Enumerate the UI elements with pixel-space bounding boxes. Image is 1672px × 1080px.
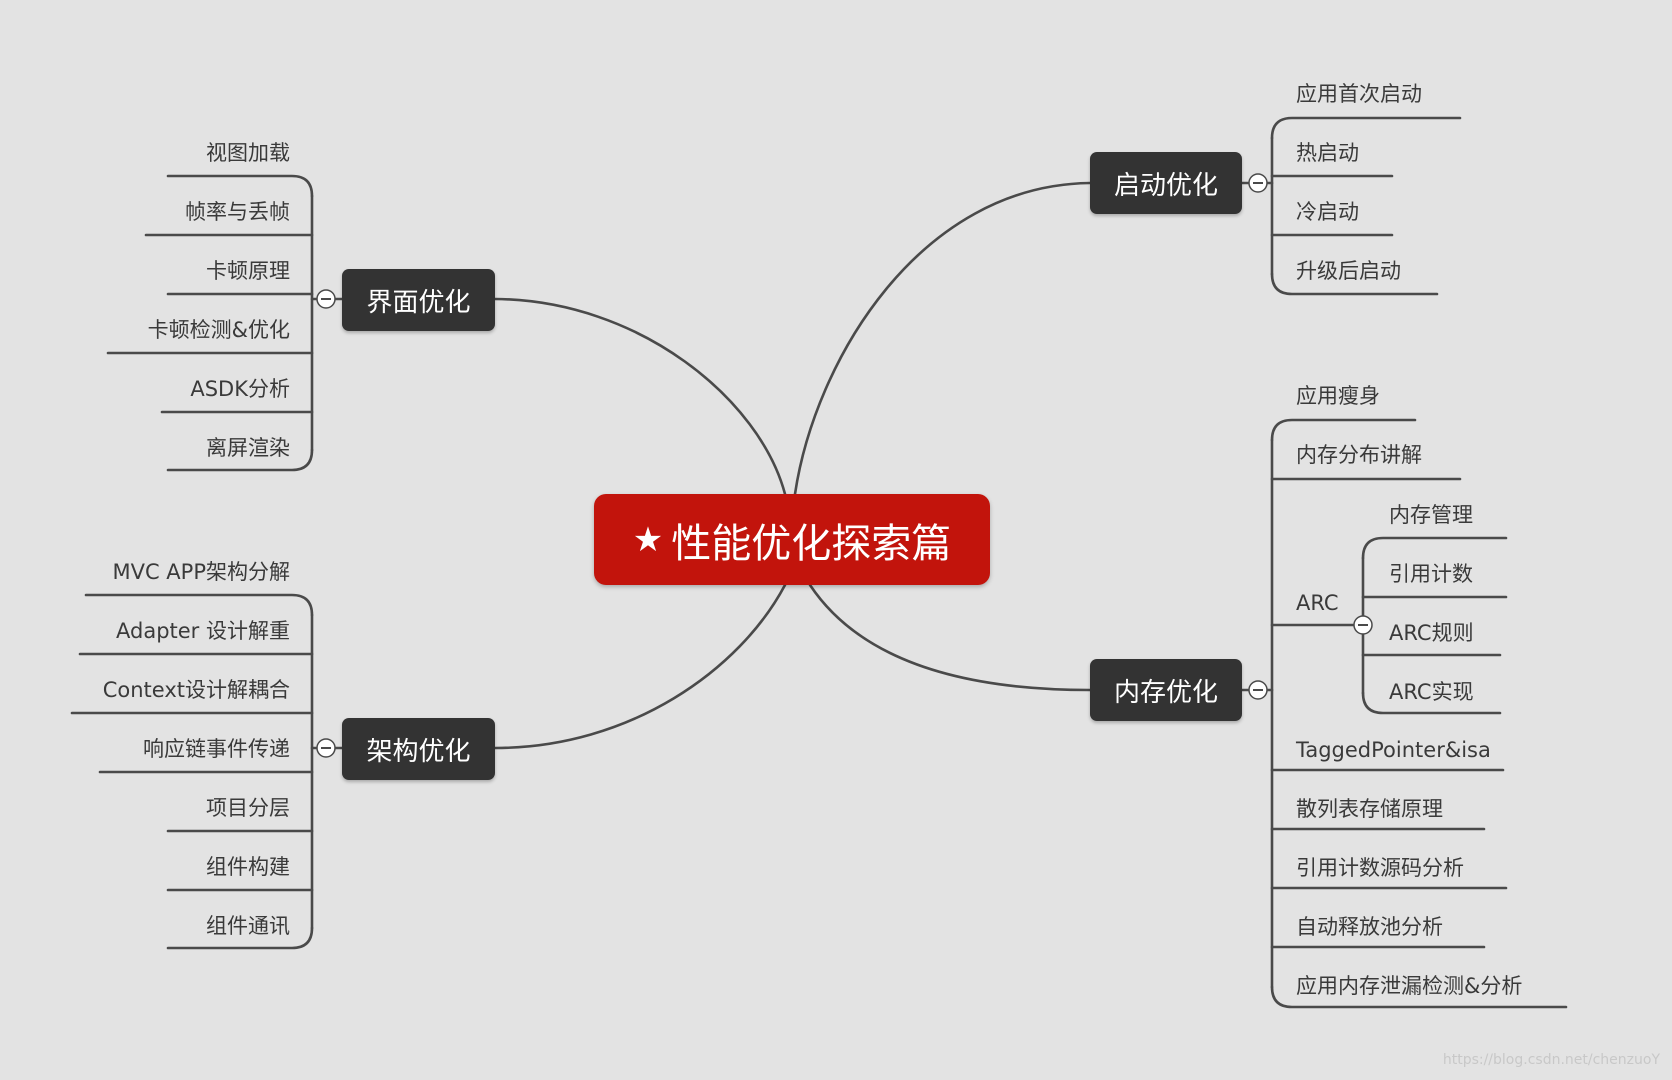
toggle-arc	[1353, 615, 1373, 635]
leaf-ui-0[interactable]: 视图加载	[206, 141, 290, 165]
leaf-arc-3[interactable]: ARC实现	[1389, 680, 1474, 704]
leaf-memory-0[interactable]: 应用瘦身	[1296, 384, 1380, 408]
leaf-memory-3[interactable]: TaggedPointer&isa	[1296, 738, 1491, 762]
leaf-ui-1[interactable]: 帧率与丢帧	[185, 200, 290, 224]
leaf-startup-3[interactable]: 升级后启动	[1296, 259, 1401, 283]
leaf-arch-6[interactable]: 组件通讯	[206, 914, 290, 938]
link-central-startup	[793, 181, 1092, 496]
watermark: https://blog.csdn.net/chenzuoY	[1442, 1052, 1660, 1068]
toggle-memory	[1248, 680, 1268, 700]
leaf-arch-3[interactable]: 响应链事件传递	[143, 737, 290, 761]
branch-memory[interactable]: 内存优化	[1090, 659, 1242, 721]
link-central-memory	[808, 583, 1092, 692]
leaf-startup-0[interactable]: 应用首次启动	[1296, 82, 1422, 106]
link-central-arch	[493, 583, 787, 750]
leaf-startup-1[interactable]: 热启动	[1296, 141, 1359, 165]
leaf-memory-1[interactable]: 内存分布讲解	[1296, 443, 1422, 467]
leaf-arch-2[interactable]: Context设计解耦合	[102, 678, 290, 702]
leaf-arc-2[interactable]: ARC规则	[1389, 621, 1474, 645]
link-central-ui	[493, 297, 787, 496]
leaf-memory-7[interactable]: 应用内存泄漏检测&分析	[1296, 974, 1523, 998]
leaf-memory-6[interactable]: 自动释放池分析	[1296, 915, 1443, 939]
central-topic[interactable]: ★ 性能优化探索篇	[594, 494, 990, 585]
toggle-startup	[1248, 173, 1268, 193]
collapse-toggles	[316, 173, 1373, 758]
leaf-memory-4[interactable]: 散列表存储原理	[1296, 797, 1443, 821]
leaf-memory-arc[interactable]: ARC	[1296, 591, 1339, 615]
branch-startup[interactable]: 启动优化	[1090, 152, 1242, 214]
central-title: 性能优化探索篇	[671, 520, 952, 567]
toggle-ui	[316, 289, 336, 309]
leaf-startup-2[interactable]: 冷启动	[1296, 200, 1359, 224]
leaf-ui-3[interactable]: 卡顿检测&优化	[147, 318, 290, 342]
leaf-arch-1[interactable]: Adapter 设计解重	[116, 619, 290, 643]
leaf-arch-4[interactable]: 项目分层	[206, 796, 290, 820]
leaf-ui-4[interactable]: ASDK分析	[190, 377, 290, 401]
leaf-arch-5[interactable]: 组件构建	[206, 855, 290, 879]
leaf-memory-5[interactable]: 引用计数源码分析	[1296, 856, 1464, 880]
leaf-ui-2[interactable]: 卡顿原理	[206, 259, 290, 283]
toggle-arch	[316, 738, 336, 758]
leaf-arch-0[interactable]: MVC APP架构分解	[112, 560, 290, 584]
branch-ui[interactable]: 界面优化	[342, 269, 495, 331]
leaf-arc-0[interactable]: 内存管理	[1389, 503, 1473, 527]
leaf-ui-5[interactable]: 离屏渲染	[206, 436, 290, 460]
branch-arch[interactable]: 架构优化	[342, 718, 495, 780]
leaf-arc-1[interactable]: 引用计数	[1389, 562, 1473, 586]
star-icon: ★	[632, 519, 664, 560]
